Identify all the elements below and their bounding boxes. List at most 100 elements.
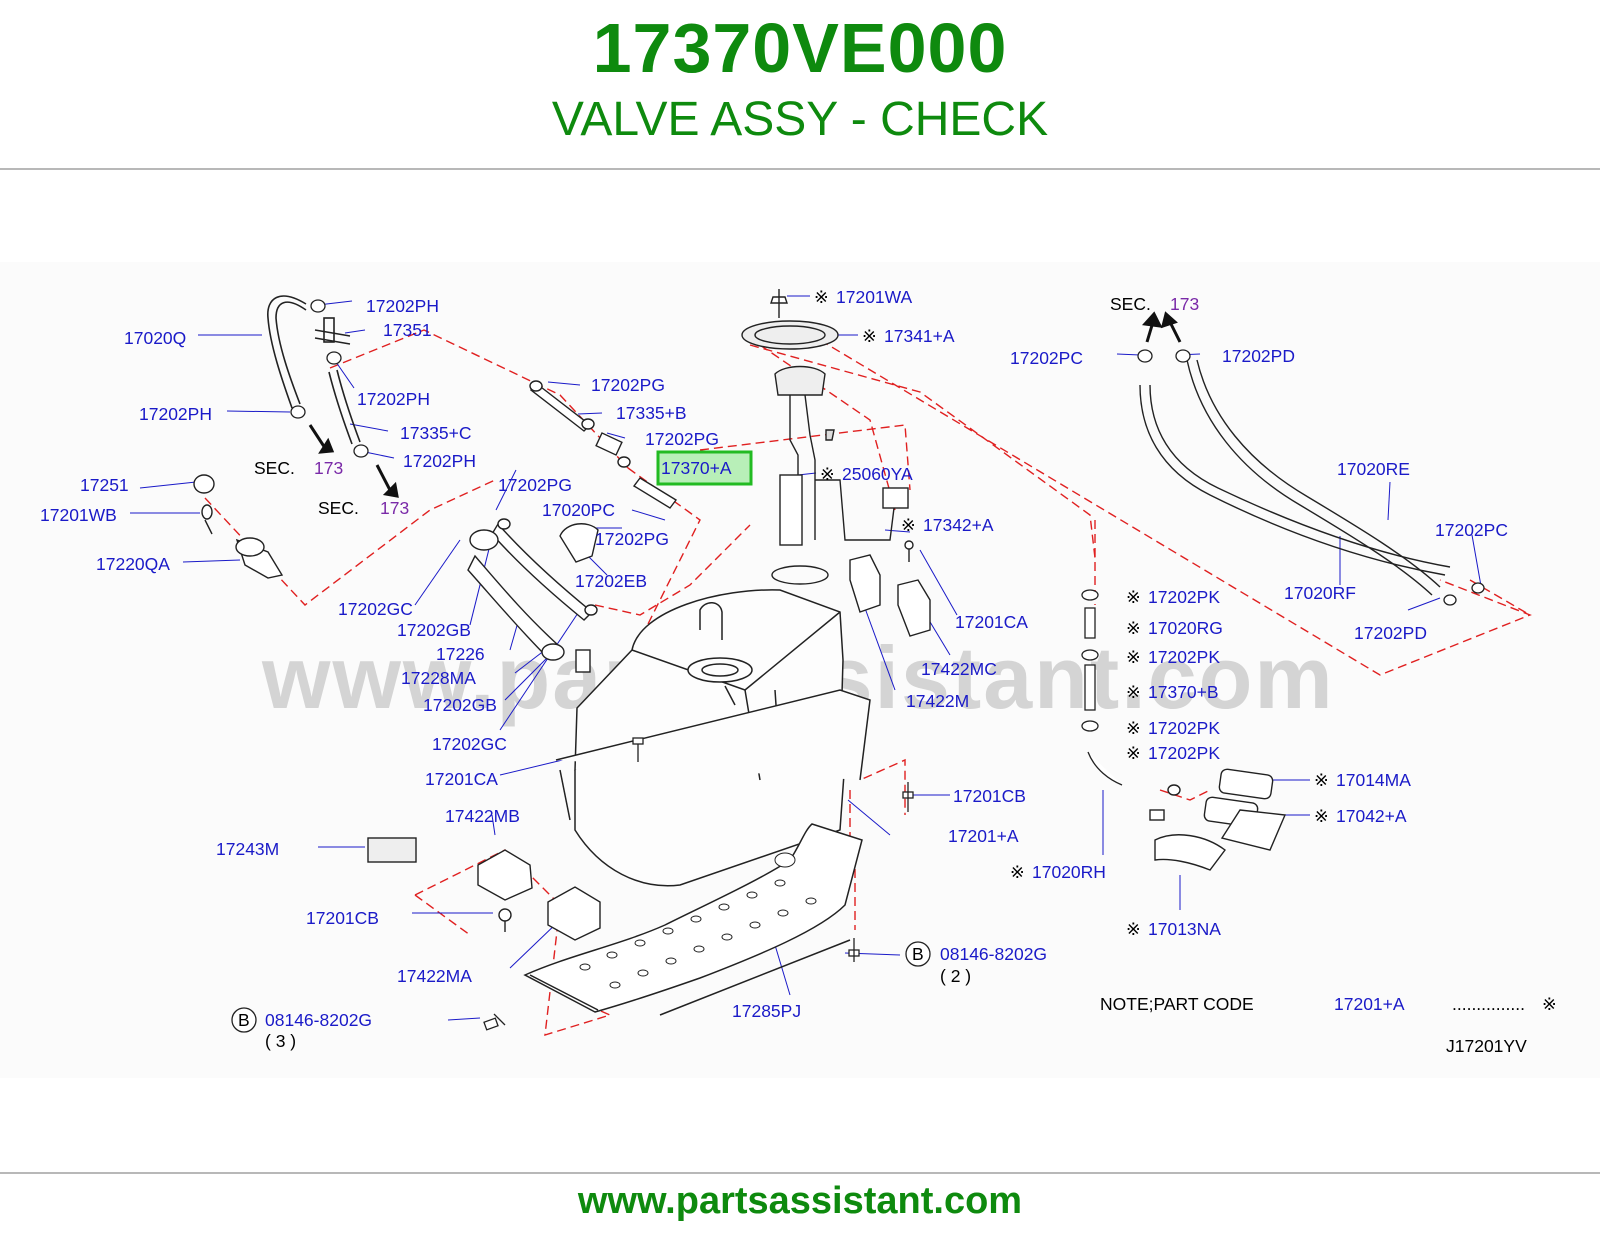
label-17202gb-b[interactable]: 17202GB [423, 695, 497, 715]
label-17202pg-c[interactable]: 17202PG [498, 475, 572, 495]
label-17020rh[interactable]: 17020RH [1032, 862, 1106, 882]
hose-clamps-17202ph [290, 299, 369, 458]
label-17370b[interactable]: 17370+B [1148, 682, 1219, 702]
mark-17020rg: ※ [1126, 618, 1141, 638]
footer-url-link[interactable]: www.partsassistant.com [577, 1180, 1023, 1222]
filler-hose-17226 [467, 518, 599, 673]
mark-17202pk-d: ※ [1126, 743, 1141, 763]
label-17335c[interactable]: 17335+C [400, 423, 472, 443]
label-17351[interactable]: 17351 [383, 320, 432, 340]
diagram-reference: J17201YV [1446, 1036, 1527, 1056]
label-17422mc[interactable]: 17422MC [921, 659, 997, 679]
label-17202ph-a[interactable]: 17202PH [366, 296, 439, 316]
label-17201wa[interactable]: 17201WA [836, 287, 913, 307]
mark-17013na: ※ [1126, 919, 1141, 939]
label-17013na[interactable]: 17013NA [1148, 919, 1221, 939]
hose-17020q [267, 295, 361, 445]
label-25060ya[interactable]: 25060YA [842, 464, 913, 484]
label-17202pk-a[interactable]: 17202PK [1148, 587, 1220, 607]
label-17202pk-c[interactable]: 17202PK [1148, 718, 1220, 738]
label-17201a[interactable]: 17201+A [948, 826, 1019, 846]
header-divider [0, 168, 1600, 170]
label-qty-3: ( 3 ) [265, 1031, 296, 1051]
label-17020q[interactable]: 17020Q [124, 328, 186, 348]
footer-divider [0, 1172, 1600, 1174]
label-17202eb[interactable]: 17202EB [575, 571, 647, 591]
label-17422ma[interactable]: 17422MA [397, 966, 472, 986]
label-17202pk-d[interactable]: 17202PK [1148, 743, 1220, 763]
mark-17201wa: ※ [814, 287, 829, 307]
label-08146-8202g-a[interactable]: 08146-8202G [265, 1010, 372, 1030]
label-17202pd-a[interactable]: 17202PD [1222, 346, 1295, 366]
label-17422mb[interactable]: 17422MB [445, 806, 520, 826]
label-17202pc-b[interactable]: 17202PC [1435, 520, 1508, 540]
mark-17341a: ※ [862, 326, 877, 346]
fuel-pump-sender [741, 289, 909, 585]
label-17202gc-a[interactable]: 17202GC [338, 599, 413, 619]
fuel-pump-17042a [1149, 768, 1287, 871]
label-17201wb[interactable]: 17201WB [40, 505, 117, 525]
filler-cap-assembly [193, 474, 284, 579]
label-17285pj[interactable]: 17285PJ [732, 1001, 801, 1021]
label-17202pg-a[interactable]: 17202PG [591, 375, 665, 395]
mark-17370b: ※ [1126, 682, 1141, 702]
label-qty-2: ( 2 ) [940, 966, 971, 986]
note-text: NOTE;PART CODE [1100, 994, 1254, 1014]
label-17220qa[interactable]: 17220QA [96, 554, 170, 574]
label-17202gb-a[interactable]: 17202GB [397, 620, 471, 640]
label-17202pc-a[interactable]: 17202PC [1010, 348, 1083, 368]
label-17370a-highlighted[interactable]: 17370+A [661, 458, 732, 478]
label-17251[interactable]: 17251 [80, 475, 129, 495]
label-17422m[interactable]: 17422M [906, 691, 969, 711]
label-17202pk-b[interactable]: 17202PK [1148, 647, 1220, 667]
brackets-17422m [849, 540, 931, 637]
vent-clamps [1137, 349, 1485, 606]
parts-diagram-svg: www.partsassistant.com [40, 287, 1557, 1056]
sec-arrows [308, 311, 1182, 498]
label-17341a[interactable]: 17341+A [884, 326, 955, 346]
bolt-marker-circle-b [905, 941, 931, 967]
mark-17202pk-c: ※ [1126, 718, 1141, 738]
parts-diagram: www.partsassistant.com [0, 262, 1600, 1078]
label-17202ph-b[interactable]: 17202PH [357, 389, 430, 409]
note-mark: ※ [1542, 994, 1557, 1014]
label-17201cb-b[interactable]: 17201CB [953, 786, 1026, 806]
label-17202ph-c[interactable]: 17202PH [139, 404, 212, 424]
page-header: 17370VE000 VALVE ASSY - CHECK [0, 0, 1600, 168]
label-17202gc-b[interactable]: 17202GC [432, 734, 507, 754]
mark-25060ya: ※ [820, 464, 835, 484]
label-17020rg[interactable]: 17020RG [1148, 618, 1223, 638]
part-code-note: NOTE;PART CODE 17201+A ............... ※… [1100, 994, 1557, 1056]
label-17042a[interactable]: 17042+A [1336, 806, 1407, 826]
mark-17014ma: ※ [1314, 770, 1329, 790]
label-17201cb-a[interactable]: 17201CB [306, 908, 379, 928]
label-17243m[interactable]: 17243M [216, 839, 279, 859]
sec-number-1[interactable]: 173 [314, 458, 343, 478]
highlighted-valve-label-box[interactable] [656, 450, 753, 486]
label-17228ma[interactable]: 17228MA [401, 668, 476, 688]
label-17202ph-d[interactable]: 17202PH [403, 451, 476, 471]
label-17014ma[interactable]: 17014MA [1336, 770, 1411, 790]
label-17201ca-a[interactable]: 17201CA [425, 769, 498, 789]
dashed-guide-lines [204, 329, 1532, 1036]
sec-number-2[interactable]: 173 [380, 498, 409, 518]
label-17020rf[interactable]: 17020RF [1284, 583, 1356, 603]
note-code[interactable]: 17201+A [1334, 994, 1405, 1014]
mark-17020rh: ※ [1010, 862, 1025, 882]
label-17202pd-b[interactable]: 17202PD [1354, 623, 1427, 643]
label-17202pg-d[interactable]: 17202PG [595, 529, 669, 549]
label-17335b[interactable]: 17335+B [616, 403, 687, 423]
label-17020re[interactable]: 17020RE [1337, 459, 1410, 479]
label-17201ca-b[interactable]: 17201CA [955, 612, 1028, 632]
note-dots: ............... [1452, 994, 1525, 1014]
label-17202pg-b[interactable]: 17202PG [645, 429, 719, 449]
sec-number-3[interactable]: 173 [1170, 294, 1199, 314]
label-17342a[interactable]: 17342+A [923, 515, 994, 535]
label-17226[interactable]: 17226 [436, 644, 485, 664]
bolt-marker-b: B [912, 944, 924, 964]
vent-hoses-17020re-rf [1139, 359, 1451, 596]
brackets-17422ma-mb [367, 837, 601, 941]
label-08146-8202g-b[interactable]: 08146-8202G [940, 944, 1047, 964]
label-17020pc[interactable]: 17020PC [542, 500, 615, 520]
leader-lines [130, 295, 1482, 1021]
